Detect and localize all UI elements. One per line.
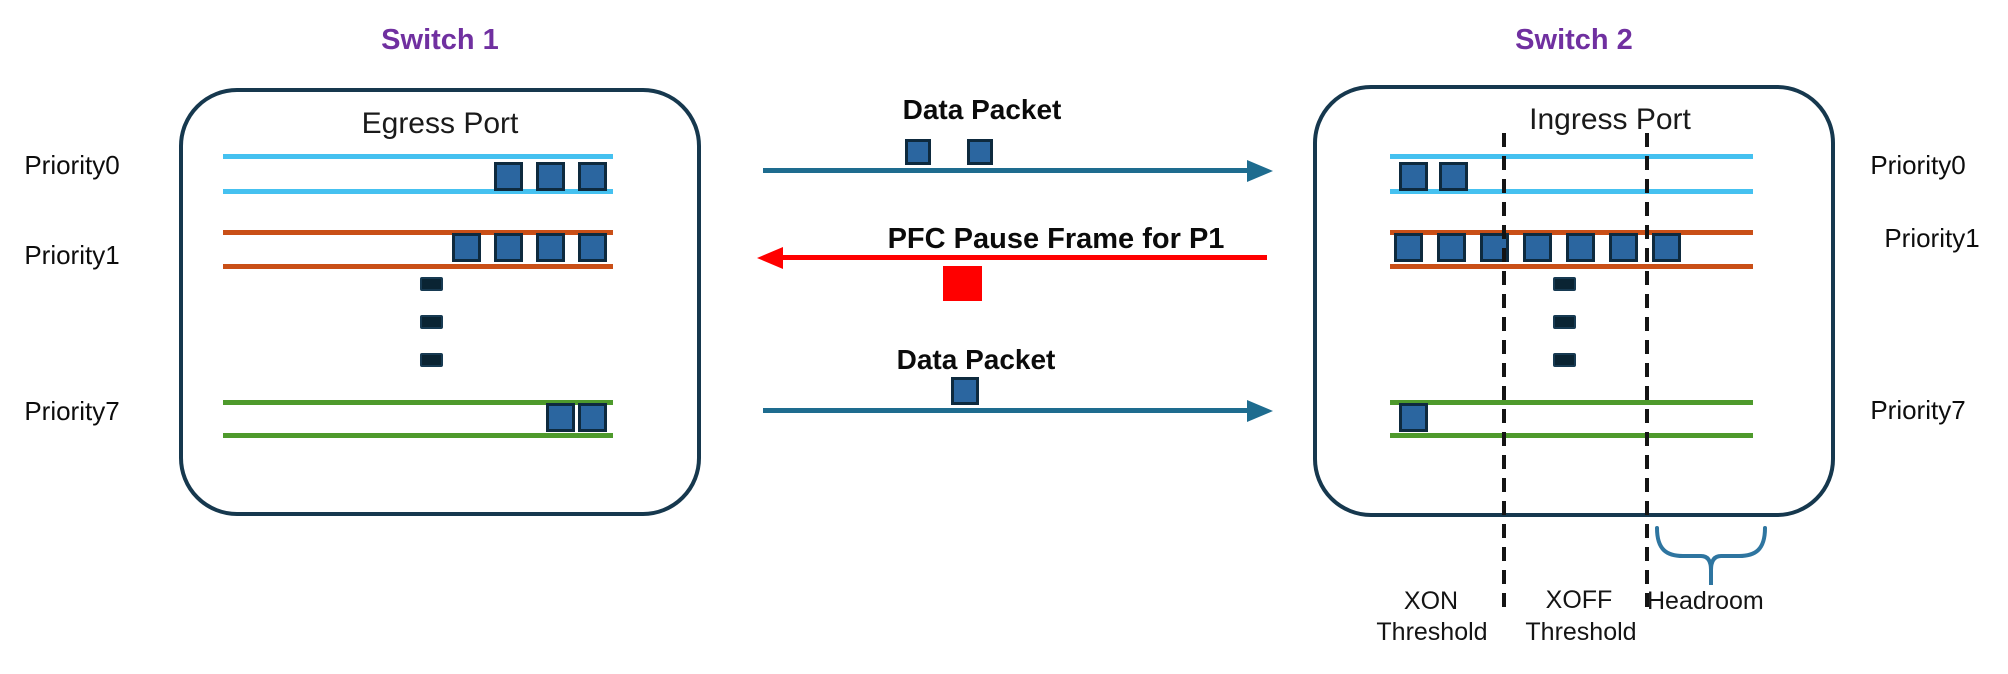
data-arrow-bottom <box>763 408 1255 413</box>
data-arrow-top-head-icon <box>1247 160 1273 182</box>
switch1-ellipsis-dot <box>420 353 443 367</box>
xoff-threshold-label-line1: XOFF <box>1545 586 1613 614</box>
xon-threshold-line <box>1502 133 1506 610</box>
switch2-Priority0-queue-line <box>1390 189 1753 194</box>
switch1-Priority0-packet <box>578 162 607 191</box>
switch1-ellipsis-dot <box>420 315 443 329</box>
switch2-box <box>1313 85 1835 517</box>
data-arrow-top <box>763 168 1255 173</box>
switch1-Priority1-queue-line <box>223 230 613 235</box>
data-packet-square <box>905 139 931 165</box>
right-priority0-label: Priority0 <box>1870 150 1966 180</box>
left-priority7-label: Priority7 <box>24 396 120 426</box>
xoff-threshold-line <box>1645 133 1649 610</box>
switch2-Priority7-packet <box>1399 403 1428 432</box>
switch2-ellipsis-dot <box>1553 353 1576 367</box>
switch1-Priority1-packet <box>452 233 481 262</box>
switch1-Priority7-queue-line <box>223 433 613 438</box>
pause-arrow-head-icon <box>757 247 783 269</box>
switch2-ellipsis-dot <box>1553 315 1576 329</box>
headroom-brace-icon <box>1655 526 1767 585</box>
switch2-title: Switch 2 <box>1515 24 1633 56</box>
switch1-Priority0-packet <box>536 162 565 191</box>
right-priority1-label: Priority1 <box>1884 223 1980 253</box>
switch1-Priority0-packet <box>494 162 523 191</box>
switch1-box <box>179 88 701 516</box>
pause-frame-square <box>943 266 982 301</box>
data-packet-square <box>967 139 993 165</box>
switch1-Priority0-queue-line <box>223 189 613 194</box>
ingress-port-label: Ingress Port <box>1529 103 1691 136</box>
left-priority1-label: Priority1 <box>24 240 120 270</box>
headroom-label: Headroom <box>1647 587 1764 615</box>
switch1-ellipsis-dot <box>420 277 443 291</box>
switch1-Priority0-queue-line <box>223 154 613 159</box>
switch2-Priority1-queue-line <box>1390 230 1753 235</box>
switch2-Priority7-queue-line <box>1390 433 1753 438</box>
data-packet-bottom-label: Data Packet <box>896 344 1056 375</box>
xon-threshold-label-line1: XON <box>1403 587 1459 615</box>
switch2-Priority1-packet <box>1566 233 1595 262</box>
switch1-Priority1-queue-line <box>223 264 613 269</box>
switch1-title: Switch 1 <box>381 24 499 56</box>
switch1-Priority7-packet <box>546 403 575 432</box>
switch1-Priority1-packet <box>578 233 607 262</box>
switch2-ellipsis-dot <box>1553 277 1576 291</box>
data-packet-square <box>951 377 979 405</box>
switch2-Priority0-queue-line <box>1390 154 1753 159</box>
switch1-Priority1-packet <box>494 233 523 262</box>
pfc-pause-frame-label: PFC Pause Frame for P1 <box>887 223 1225 255</box>
egress-port-label: Egress Port <box>361 107 519 140</box>
switch2-Priority1-packet <box>1523 233 1552 262</box>
switch2-Priority1-queue-line <box>1390 264 1753 269</box>
right-priority7-label: Priority7 <box>1870 395 1966 425</box>
xon-threshold-label-line2: Threshold <box>1376 618 1488 646</box>
data-arrow-bottom-head-icon <box>1247 400 1273 422</box>
switch2-Priority1-packet <box>1652 233 1681 262</box>
switch2-Priority7-queue-line <box>1390 400 1753 405</box>
switch2-Priority0-packet <box>1439 162 1468 191</box>
xoff-threshold-label-line2: Threshold <box>1525 618 1637 646</box>
switch2-Priority1-packet <box>1394 233 1423 262</box>
switch2-Priority0-packet <box>1399 162 1428 191</box>
switch1-Priority7-queue-line <box>223 400 613 405</box>
pause-arrow <box>779 255 1267 260</box>
switch2-Priority1-packet <box>1437 233 1466 262</box>
data-packet-top-label: Data Packet <box>902 94 1062 125</box>
switch2-Priority1-packet <box>1609 233 1638 262</box>
switch1-Priority1-packet <box>536 233 565 262</box>
switch1-Priority7-packet <box>578 403 607 432</box>
left-priority0-label: Priority0 <box>24 150 120 180</box>
